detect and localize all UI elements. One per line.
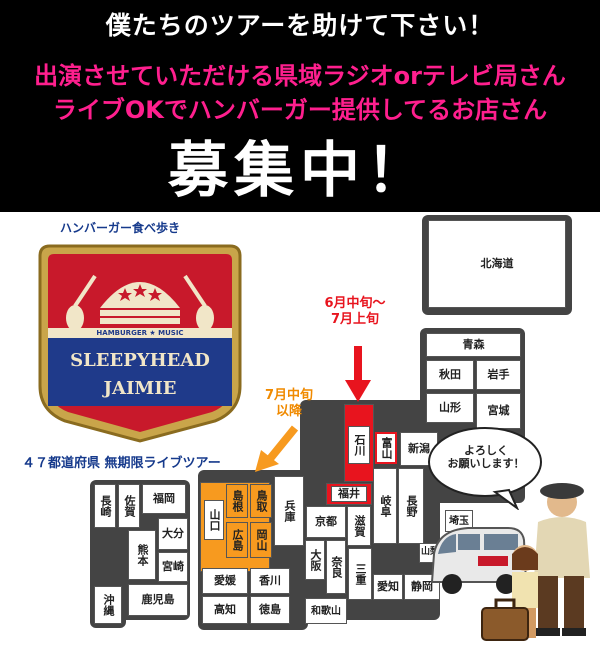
pref-mie: 三重	[348, 548, 372, 600]
pref-yamaguchi: 山口	[204, 500, 224, 540]
logo-name-1: SLEEPYHEAD	[70, 350, 210, 371]
pref-ishikawa: 石川	[348, 426, 370, 464]
pref-toyama: 富山	[375, 432, 397, 464]
pref-kyoto: 京都	[306, 506, 346, 538]
pref-tottori: 鳥取	[250, 484, 272, 518]
pref-okinawa: 沖縄	[94, 586, 122, 624]
pref-kagawa: 香川	[250, 568, 290, 594]
pref-hyogo: 兵庫	[274, 476, 304, 546]
van-illustration	[430, 527, 528, 594]
pref-oita: 大分	[158, 518, 188, 550]
pref-hokkaido: 北海道	[428, 220, 566, 308]
pref-kochi: 高知	[202, 596, 248, 624]
pref-miyazaki: 宮崎	[158, 552, 188, 582]
pref-fukui: 福井	[331, 486, 367, 502]
logo-top-text: HAMBURGER ★ MUSIC	[96, 329, 183, 337]
header-banner	[0, 0, 600, 212]
pref-kumamoto: 熊本	[128, 530, 156, 580]
pref-okayama: 岡山	[250, 522, 272, 558]
pref-osaka: 大阪	[305, 540, 325, 580]
suitcase-illustration	[481, 598, 529, 641]
pref-shiga: 滋賀	[347, 506, 371, 546]
arrow-down-left-orange-icon	[255, 425, 299, 472]
speech-bubble-text: よろしく お願いします！	[447, 444, 525, 471]
pref-niigata: 新潟	[400, 432, 438, 466]
pref-akita: 秋田	[426, 360, 474, 390]
person-man-illustration	[534, 483, 590, 636]
pref-shimane: 島根	[226, 484, 248, 518]
pref-hiroshima: 広島	[226, 522, 248, 558]
pref-wakayama: 和歌山	[305, 598, 347, 624]
band-logo: HAMBURGER ★ MUSIC SLEEPYHEAD JAIMIE	[38, 244, 242, 443]
header-line-2: 出演させていただける県域ラジオorテレビ局さん	[34, 62, 566, 90]
speech-bubble	[428, 427, 542, 510]
note-july-later: 7月中旬 以降	[264, 388, 314, 419]
header-line-3: ライブOKでハンバーガー提供してるお店さん	[52, 96, 548, 124]
note-june-july: 6月中旬〜 7月上旬	[324, 296, 386, 327]
pref-miyagi: 宮城	[476, 393, 521, 429]
pref-nara: 奈良	[326, 540, 346, 594]
pref-nagasaki: 長崎	[94, 484, 116, 528]
arrow-down-red-icon	[345, 346, 371, 402]
pref-nagano: 長野	[398, 468, 424, 544]
pref-aomori: 青森	[426, 333, 521, 357]
pref-fukuoka: 福岡	[142, 484, 186, 514]
logo-caption: ハンバーガー食べ歩き	[60, 221, 181, 235]
pref-kagoshima: 鹿児島	[128, 584, 188, 616]
pref-ehime: 愛媛	[202, 568, 248, 594]
pref-gifu: 岐阜	[373, 468, 397, 544]
header-line-4: 募集中！	[168, 136, 432, 206]
tour-caption: ４７都道府県 無期限ライブツアー	[22, 456, 221, 471]
header-line-1: 僕たちのツアーを助けて下さい！	[105, 11, 495, 40]
pref-tokushima: 徳島	[250, 596, 290, 624]
logo-name-2: JAIMIE	[102, 378, 177, 399]
pref-aichi: 愛知	[373, 574, 403, 600]
pref-yamagata: 山形	[426, 393, 474, 423]
pref-iwate: 岩手	[476, 360, 521, 390]
pref-saga: 佐賀	[118, 484, 140, 528]
